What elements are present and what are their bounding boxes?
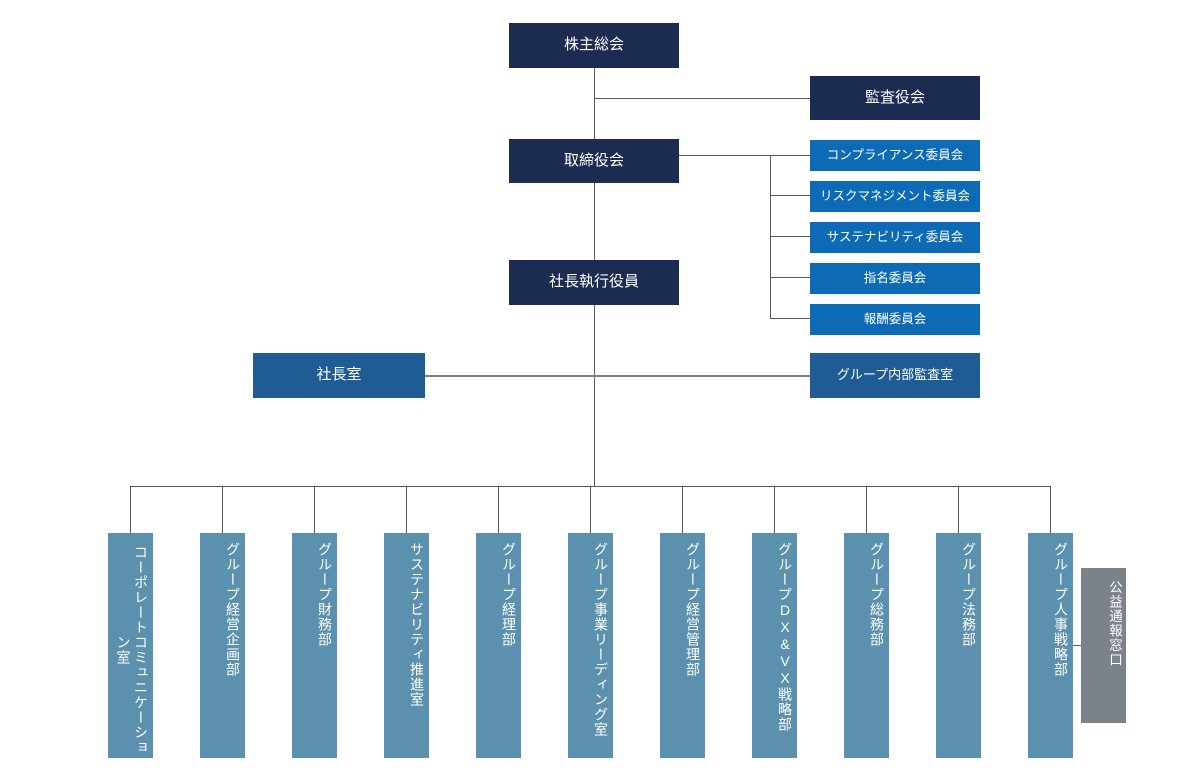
committee-label: リスクマネジメント委員会 — [819, 188, 970, 203]
node-department-group-business-leading[interactable]: グループ事業リーディング室 — [568, 533, 613, 758]
committee-label: 指名委員会 — [863, 270, 927, 285]
department-drop-9 — [866, 486, 867, 533]
node-shareholders-meeting[interactable]: 株主総会 — [509, 23, 679, 68]
node-presidents-office[interactable]: 社長室 — [253, 353, 425, 398]
department-drop-7 — [682, 486, 683, 533]
connector-presidents-office-to-audit-office — [425, 375, 810, 377]
department-label: グループ総務部 — [869, 542, 885, 647]
node-group-internal-audit-office[interactable]: グループ内部監査室 — [810, 353, 980, 398]
whistleblowing-hotline-label: 公益通報窓口 — [1107, 580, 1122, 667]
department-label: グループ経営管理部 — [685, 542, 701, 677]
node-committee-compensation[interactable]: 報酬委員会 — [810, 304, 980, 335]
connector-board-to-committee-bus — [679, 155, 771, 156]
committee-stub-1 — [770, 155, 810, 156]
department-label: コーポレートコミュニケーション室 — [115, 545, 150, 755]
department-drop-8 — [774, 486, 775, 533]
department-label: サステナビリティ推進室 — [409, 542, 425, 707]
node-board-of-directors[interactable]: 取締役会 — [509, 139, 679, 183]
department-drop-11 — [1050, 486, 1051, 533]
node-department-group-finance[interactable]: グループ財務部 — [292, 533, 337, 758]
node-department-group-corporate-planning[interactable]: グループ経営企画部 — [200, 533, 245, 758]
node-department-corporate-communication[interactable]: コーポレートコミュニケーション室 — [108, 533, 153, 758]
node-committee-compliance[interactable]: コンプライアンス委員会 — [810, 140, 980, 171]
connector-shareholders-to-auditors — [594, 98, 810, 99]
group-internal-audit-office-label: グループ内部監査室 — [836, 367, 954, 383]
department-label: グループDX&VX戦略部 — [777, 542, 793, 732]
board-of-directors-label: 取締役会 — [563, 151, 624, 169]
department-drop-2 — [222, 486, 223, 533]
presidents-office-label: 社長室 — [316, 366, 362, 384]
department-drop-3 — [314, 486, 315, 533]
node-committee-nomination[interactable]: 指名委員会 — [810, 263, 980, 294]
connector-shareholders-to-board — [594, 68, 595, 141]
department-label: グループ経営企画部 — [225, 542, 241, 677]
node-department-group-hr-strategy[interactable]: グループ人事戦略部 — [1028, 533, 1073, 758]
committee-label: コンプライアンス委員会 — [826, 147, 964, 162]
department-label: グループ経理部 — [501, 542, 517, 647]
node-department-sustainability-promotion[interactable]: サステナビリティ推進室 — [384, 533, 429, 758]
node-department-group-accounting[interactable]: グループ経理部 — [476, 533, 521, 758]
department-label: グループ財務部 — [317, 542, 333, 647]
department-drop-1 — [130, 486, 131, 533]
node-committee-sustainability[interactable]: サステナビリティ委員会 — [810, 222, 980, 253]
department-drop-5 — [498, 486, 499, 533]
committee-label: 報酬委員会 — [863, 311, 927, 326]
department-drop-10 — [958, 486, 959, 533]
committee-label: サステナビリティ委員会 — [826, 229, 964, 244]
node-department-group-general-affairs[interactable]: グループ総務部 — [844, 533, 889, 758]
department-drop-4 — [406, 486, 407, 533]
committee-stub-3 — [770, 236, 810, 237]
node-department-group-management-control[interactable]: グループ経営管理部 — [660, 533, 705, 758]
department-drop-6 — [590, 486, 591, 533]
node-committee-risk-management[interactable]: リスクマネジメント委員会 — [810, 181, 980, 212]
connector-board-to-president — [594, 183, 595, 260]
committee-bus-vertical — [770, 155, 771, 319]
shareholders-meeting-label: 株主総会 — [563, 36, 624, 54]
connector-president-spine — [594, 305, 595, 486]
department-label: グループ事業リーディング室 — [593, 542, 609, 737]
node-department-group-legal[interactable]: グループ法務部 — [936, 533, 981, 758]
node-whistleblowing-hotline[interactable]: 公益通報窓口 — [1081, 568, 1126, 723]
node-board-of-auditors[interactable]: 監査役会 — [810, 76, 980, 120]
department-label: グループ人事戦略部 — [1053, 542, 1069, 677]
committee-stub-5 — [770, 318, 810, 319]
node-president-executive-officer[interactable]: 社長執行役員 — [509, 260, 679, 305]
node-department-group-dx-vx-strategy[interactable]: グループDX&VX戦略部 — [752, 533, 797, 758]
department-label: グループ法務部 — [961, 542, 977, 647]
president-executive-officer-label: 社長執行役員 — [548, 273, 639, 291]
connector-hr-to-whistleblowing — [1073, 645, 1081, 646]
committee-stub-4 — [770, 277, 810, 278]
board-of-auditors-label: 監査役会 — [864, 88, 925, 106]
committee-stub-2 — [770, 195, 810, 196]
